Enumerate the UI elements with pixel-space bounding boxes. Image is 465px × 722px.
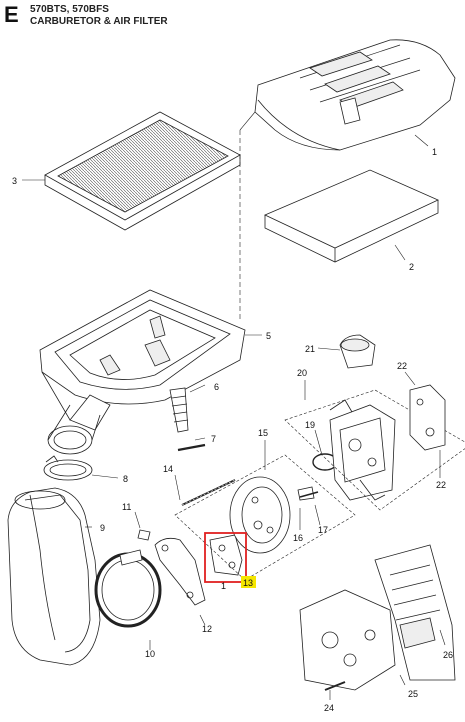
bracket-part (154, 537, 206, 606)
primer-bulb-part (339, 334, 376, 369)
spring-clip-part (169, 387, 189, 433)
top-cover-part (254, 39, 456, 151)
callout-7: 7 (211, 434, 216, 444)
callout-15: 15 (258, 428, 268, 438)
filter-housing-part (39, 289, 246, 455)
screw-7-part (177, 443, 206, 452)
model-numbers: 570BTS, 570BFS (30, 4, 109, 15)
screw-11-part (137, 529, 151, 541)
heat-shield-part (374, 544, 456, 681)
intake-boot-part (7, 487, 101, 666)
callout-5: 5 (266, 331, 271, 341)
assembly-box-15 (174, 454, 356, 581)
gasket-part-13 (209, 534, 243, 576)
leader-lines (22, 111, 446, 700)
callout-11: 11 (122, 502, 131, 512)
callout-1b: 1 (221, 581, 226, 591)
adapter-part (229, 476, 291, 554)
screw-24-part (324, 681, 346, 691)
callout-12: 12 (202, 624, 212, 634)
callout-22a: 22 (397, 361, 407, 371)
callout-20: 20 (297, 368, 307, 378)
large-clamp-part (94, 549, 162, 628)
filter-pad-part (264, 169, 439, 263)
callout-17: 17 (318, 525, 328, 535)
callout-24: 24 (324, 703, 334, 713)
callout-9: 9 (100, 523, 105, 533)
air-filter-part (44, 111, 241, 231)
callout-3: 3 (12, 176, 17, 186)
callout-6: 6 (214, 382, 219, 392)
callout-26: 26 (443, 650, 453, 660)
gasket-plate-part (409, 384, 446, 451)
callout-1: 1 (432, 147, 437, 157)
screw-17-part (299, 491, 319, 498)
callout-14: 14 (163, 464, 173, 474)
callout-13: 13 (243, 578, 253, 588)
callout-10: 10 (145, 649, 155, 659)
highlight-box (204, 532, 247, 583)
callout-19: 19 (305, 420, 315, 430)
highlight-label-bg (241, 576, 256, 588)
diagram-title: CARBURETOR & AIR FILTER (30, 16, 168, 27)
intake-block-part (299, 589, 396, 691)
callout-16: 16 (293, 533, 303, 543)
small-clamp-part (43, 455, 93, 481)
callout-21: 21 (305, 344, 315, 354)
carburetor-part (329, 399, 396, 501)
callout-25: 25 (408, 689, 418, 699)
callout-8: 8 (123, 474, 128, 484)
callout-2: 2 (409, 262, 414, 272)
callout-numbers: 1 2 3 5 6 7 8 9 10 11 12 13 14 15 16 17 … (12, 147, 453, 713)
callout-22b: 22 (436, 480, 446, 490)
section-letter: E (4, 2, 19, 27)
